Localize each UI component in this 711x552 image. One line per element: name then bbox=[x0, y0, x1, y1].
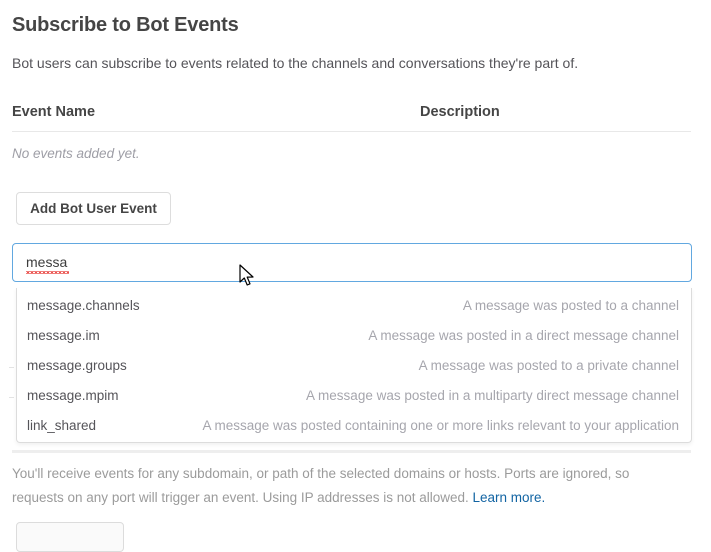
event-suggestions-dropdown[interactable]: message.channels A message was posted to … bbox=[16, 288, 692, 443]
page-description: Bot users can subscribe to events relate… bbox=[12, 55, 579, 71]
obscured-field-edge bbox=[9, 397, 14, 398]
bot-events-page: Subscribe to Bot Events Bot users can su… bbox=[9, 14, 692, 552]
empty-state-message: No events added yet. bbox=[12, 146, 140, 161]
obscured-field-edge bbox=[9, 367, 14, 368]
dropdown-option-description: A message was posted containing one or m… bbox=[202, 417, 679, 433]
dropdown-option[interactable]: message.im A message was posted in a dire… bbox=[17, 320, 691, 350]
events-table-header: Event Name Description bbox=[12, 104, 692, 124]
learn-more-link[interactable]: Learn more. bbox=[472, 490, 546, 505]
dropdown-option[interactable]: message.mpim A message was posted in a mu… bbox=[17, 380, 691, 410]
footer-help-sentence: You'll receive events for any subdomain,… bbox=[12, 466, 630, 505]
column-header-event-name: Event Name bbox=[12, 104, 96, 120]
event-search-input[interactable] bbox=[12, 243, 692, 282]
dropdown-option-name: message.mpim bbox=[27, 387, 119, 403]
dropdown-option-name: message.groups bbox=[27, 357, 127, 373]
dropdown-option-description: A message was posted in a multiparty dir… bbox=[306, 387, 679, 403]
dropdown-option[interactable]: link_shared A message was posted containi… bbox=[17, 410, 691, 440]
dropdown-option-description: A message was posted to a private channe… bbox=[418, 357, 679, 373]
bottom-action-button[interactable] bbox=[16, 522, 124, 552]
dropdown-option-name: message.im bbox=[27, 327, 100, 343]
table-header-divider bbox=[12, 131, 691, 132]
page-title: Subscribe to Bot Events bbox=[12, 14, 239, 36]
add-bot-user-event-button[interactable]: Add Bot User Event bbox=[16, 192, 171, 225]
footer-help-text: You'll receive events for any subdomain,… bbox=[12, 462, 684, 510]
dropdown-option-name: message.channels bbox=[27, 297, 140, 313]
dropdown-option[interactable]: message.channels A message was posted to … bbox=[17, 290, 691, 320]
dropdown-option[interactable]: message.groups A message was posted to a … bbox=[17, 350, 691, 380]
footer-divider bbox=[12, 450, 691, 453]
dropdown-option-description: A message was posted to a channel bbox=[462, 297, 679, 313]
dropdown-option-description: A message was posted in a direct message… bbox=[368, 327, 679, 343]
column-header-description: Description bbox=[420, 104, 500, 120]
dropdown-option-name: link_shared bbox=[27, 417, 97, 433]
